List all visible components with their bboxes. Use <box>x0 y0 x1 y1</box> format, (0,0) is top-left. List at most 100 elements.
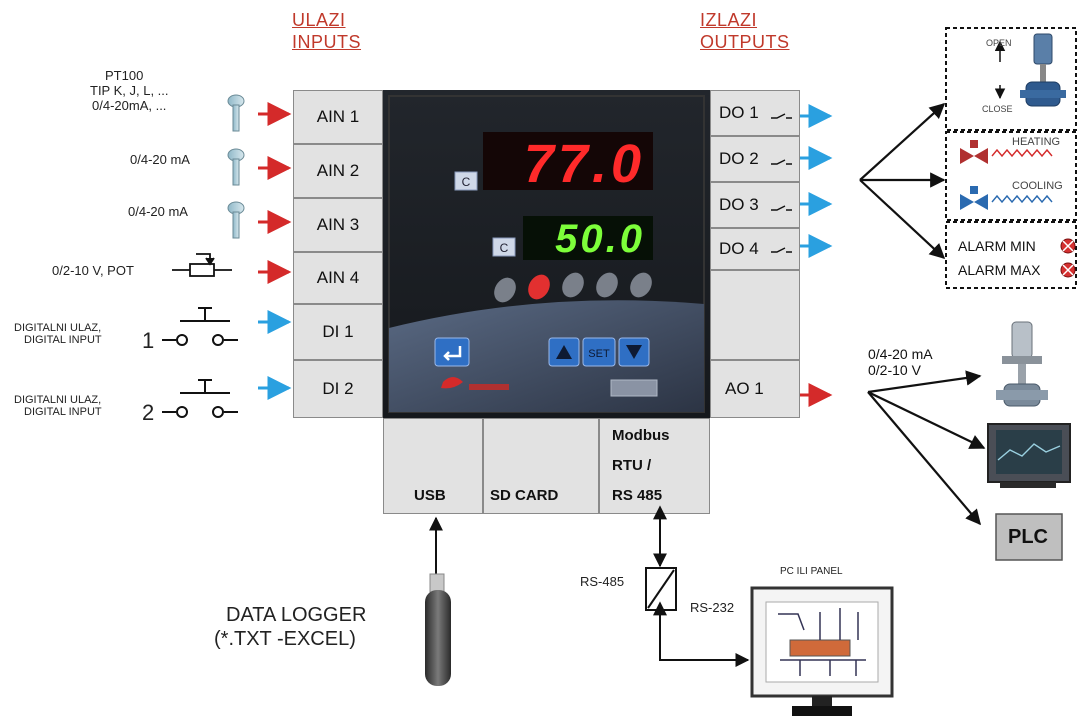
do1-cell: DO 1 <box>710 90 800 136</box>
converter-diagonal <box>647 569 675 609</box>
di1-number: 1 <box>142 328 155 353</box>
heating-wave <box>991 148 1053 158</box>
alarm-max-lamp-icon <box>1060 262 1076 278</box>
thermocouple-types-label: TIP K, J, L, ... <box>90 83 169 98</box>
top-display <box>483 132 653 190</box>
do2-label: DO 2 <box>719 149 759 168</box>
led-3 <box>562 272 584 298</box>
do4-cell: DO 4 <box>710 228 800 270</box>
heating-label: HEATING <box>1012 136 1061 148</box>
enter-button[interactable] <box>434 337 470 367</box>
usb-label: USB <box>414 487 446 504</box>
inputs-header-line1: ULAZI <box>292 10 346 30</box>
outputs-header-line2: OUTPUTS <box>700 32 790 52</box>
valve-open-label: OPEN <box>986 38 1012 48</box>
top-unit-symbol: C <box>462 175 471 189</box>
cooling-valve-icon <box>960 186 988 210</box>
ain2-signal-label: 0/4-20 mA <box>130 152 190 167</box>
usb-stick-icon <box>425 573 451 686</box>
ain4-signal-label: 0/2-10 V, POT <box>52 263 134 278</box>
set-button[interactable] <box>582 337 616 367</box>
converter-to-pc-arrow <box>653 601 750 667</box>
rs485-label: RS-485 <box>580 574 625 589</box>
di1-cell: DI 1 <box>293 304 383 360</box>
data-logger-label-2: (*.TXT -EXCEL) <box>214 628 356 650</box>
relay-contact-icons <box>771 113 792 253</box>
temperature-probe-1-icon <box>227 94 245 132</box>
do4-label: DO 4 <box>719 239 759 258</box>
heating-valve-icon <box>960 140 988 164</box>
pc-monitor-icon <box>750 586 894 716</box>
brand-logo-text-bar <box>469 384 509 390</box>
set-label: SET <box>588 348 610 360</box>
digital-input-2-switch-icon <box>162 379 238 418</box>
di1-label-line2: DIGITAL INPUT <box>24 334 102 346</box>
top-display-value: 77.0 <box>524 134 645 194</box>
analog-out-label-2: 0/2-10 V <box>868 362 921 378</box>
temperature-probe-3-icon <box>227 201 245 239</box>
modbus-line1: Modbus <box>612 427 670 444</box>
controller-panel: 77.0 C 50.0 C SET <box>383 90 710 418</box>
analog-out-label-1: 0/4-20 mA <box>868 346 933 362</box>
enter-icon <box>443 346 462 361</box>
di2-number: 2 <box>142 400 155 425</box>
ain3-cell: AIN 3 <box>293 198 383 252</box>
digital-output-fanout <box>859 102 946 260</box>
modbus-line3: RS 485 <box>612 487 663 504</box>
analog-output-fanout <box>867 370 986 526</box>
actuator-valve-icon <box>996 321 1048 407</box>
valve-device-frame <box>945 27 1077 131</box>
ao1-cell: AO 1 <box>710 360 800 418</box>
potentiometer-icon <box>172 253 232 277</box>
alarm-frame <box>945 221 1077 289</box>
ain2-cell: AIN 2 <box>293 144 383 198</box>
ain3-signal-label: 0/4-20 mA <box>128 204 188 219</box>
do2-cell: DO 2 <box>710 136 800 182</box>
sdcard-cell: SD CARD <box>483 418 599 514</box>
panel-recorder-icon <box>987 423 1071 488</box>
modbus-cell: Modbus RTU / RS 485 <box>599 418 710 514</box>
control-valve-icon <box>994 33 1066 107</box>
digital-input-1-switch-icon <box>162 307 238 346</box>
do3-cell: DO 3 <box>710 182 800 228</box>
data-logger-label-1: DATA LOGGER <box>226 604 367 626</box>
led-1 <box>494 277 516 303</box>
sdcard-label: SD CARD <box>490 487 559 504</box>
bottom-display-value: 50.0 <box>555 217 645 261</box>
model-tag <box>610 379 658 397</box>
top-unit-box <box>454 171 478 191</box>
do3-label: DO 3 <box>719 195 759 214</box>
outputs-header-line1: IZLAZI <box>700 10 758 30</box>
ain1-cell: AIN 1 <box>293 90 383 144</box>
rs232-label: RS-232 <box>690 600 735 615</box>
pc-panel-label: PC ILI PANEL <box>780 566 843 577</box>
plc-label: PLC <box>1008 526 1048 548</box>
modbus-line2: RTU / <box>612 457 652 474</box>
led-5 <box>630 272 652 298</box>
ain1-signal-label: 0/4-20mA, ... <box>92 98 167 113</box>
di2-label-line2: DIGITAL INPUT <box>24 406 102 418</box>
inputs-header-line2: INPUTS <box>292 32 362 52</box>
di1-label-line1: DIGITALNI ULAZ, <box>14 322 102 334</box>
up-arrow-icon <box>556 345 572 359</box>
spare-output-cell <box>710 270 800 360</box>
di2-label-line1: DIGITALNI ULAZ, <box>14 394 102 406</box>
brand-logo <box>441 377 463 389</box>
cooling-wave <box>991 194 1053 204</box>
bottom-unit-symbol: C <box>500 241 509 255</box>
alarm-max-label: ALARM MAX <box>958 262 1041 278</box>
alarm-min-lamp-icon <box>1060 238 1076 254</box>
usb-cell: USB <box>383 418 483 514</box>
led-4 <box>596 272 618 298</box>
do1-label: DO 1 <box>719 103 759 122</box>
bottom-display <box>523 216 653 260</box>
temperature-probe-2-icon <box>227 148 245 186</box>
bottom-unit-box <box>492 237 516 257</box>
di2-cell: DI 2 <box>293 360 383 418</box>
led-2-active <box>528 274 550 300</box>
ain4-cell: AIN 4 <box>293 252 383 304</box>
valve-close-label: CLOSE <box>982 104 1013 114</box>
pt100-label: PT100 <box>105 68 144 83</box>
cooling-label: COOLING <box>1012 180 1063 192</box>
